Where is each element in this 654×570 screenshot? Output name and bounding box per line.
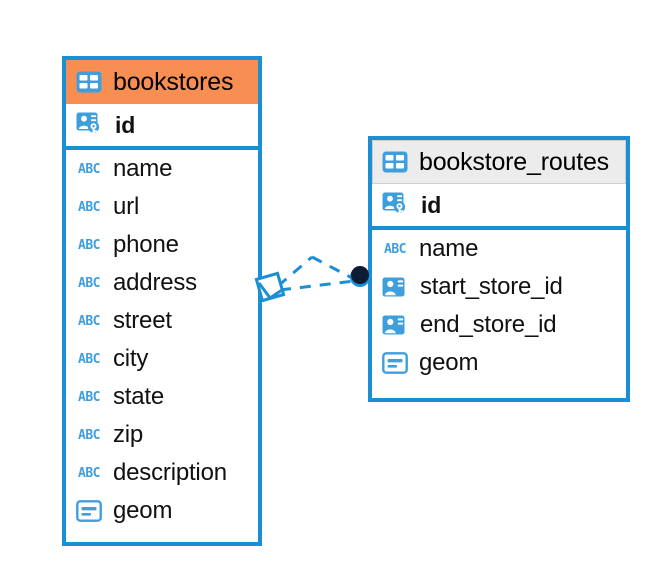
field-row-geom[interactable]: geom [66, 492, 258, 530]
field-label: description [113, 459, 227, 486]
relationship-line-upper-right [311, 255, 355, 281]
foreign-key-icon [382, 315, 409, 336]
entity-title: bookstores [113, 67, 234, 96]
text-abc-icon: ABC [384, 241, 406, 257]
relationship-source-chevron [257, 282, 283, 301]
field-label: zip [113, 421, 144, 448]
field-row-end-store-id[interactable]: end_store_id [372, 306, 626, 344]
field-row-name[interactable]: ABC name [66, 150, 258, 188]
text-abc-icon: ABC [78, 465, 100, 481]
relationship-connector[interactable] [250, 243, 380, 323]
text-abc-icon: ABC [78, 161, 100, 177]
entity-header-bookstores[interactable]: bookstores [66, 60, 258, 104]
field-label: end_store_id [420, 311, 557, 338]
entity-header-bookstore-routes[interactable]: bookstore_routes [372, 140, 626, 184]
text-abc-icon: ABC [78, 199, 100, 215]
field-row-id[interactable]: id [372, 184, 626, 230]
text-abc-icon: ABC [78, 313, 100, 329]
primary-key-icon [76, 112, 104, 138]
table-icon [382, 151, 408, 173]
field-label: start_store_id [420, 273, 563, 300]
field-label: state [113, 383, 165, 410]
table-icon [76, 71, 102, 93]
field-label: name [113, 155, 173, 182]
field-label: phone [113, 231, 179, 258]
primary-key-icon [382, 192, 410, 218]
field-label: city [113, 345, 149, 372]
field-label: geom [113, 497, 173, 524]
field-row-url[interactable]: ABC url [66, 188, 258, 226]
text-abc-icon: ABC [78, 275, 100, 291]
field-label: geom [419, 349, 479, 376]
entity-bookstore-routes[interactable]: bookstore_routes id [368, 136, 630, 402]
text-abc-icon: ABC [78, 389, 100, 405]
field-row-city[interactable]: ABC city [66, 340, 258, 378]
field-row-address[interactable]: ABC address [66, 264, 258, 302]
field-label: id [115, 111, 136, 138]
geometry-icon [76, 500, 102, 522]
field-row-zip[interactable]: ABC zip [66, 416, 258, 454]
entity-bookstores[interactable]: bookstores id [62, 56, 262, 546]
field-row-name[interactable]: ABC name [372, 230, 626, 268]
field-row-description[interactable]: ABC description [66, 454, 258, 492]
field-label: url [113, 193, 140, 220]
relationship-line-upper-left [277, 255, 313, 288]
field-row-start-store-id[interactable]: start_store_id [372, 268, 626, 306]
field-label: street [113, 307, 172, 334]
entity-title: bookstore_routes [419, 147, 609, 176]
text-abc-icon: ABC [78, 351, 100, 367]
field-label: id [421, 191, 442, 218]
geometry-icon [382, 352, 408, 374]
text-abc-icon: ABC [78, 237, 100, 253]
text-abc-icon: ABC [78, 427, 100, 443]
field-row-phone[interactable]: ABC phone [66, 226, 258, 264]
field-row-geom[interactable]: geom [372, 344, 626, 382]
field-row-id[interactable]: id [66, 104, 258, 150]
relationship-target-circle [350, 266, 370, 287]
field-row-state[interactable]: ABC state [66, 378, 258, 416]
foreign-key-icon [382, 277, 409, 298]
field-label: address [113, 269, 197, 296]
field-row-street[interactable]: ABC street [66, 302, 258, 340]
field-label: name [419, 235, 479, 262]
relationship-line-lower [279, 279, 355, 292]
